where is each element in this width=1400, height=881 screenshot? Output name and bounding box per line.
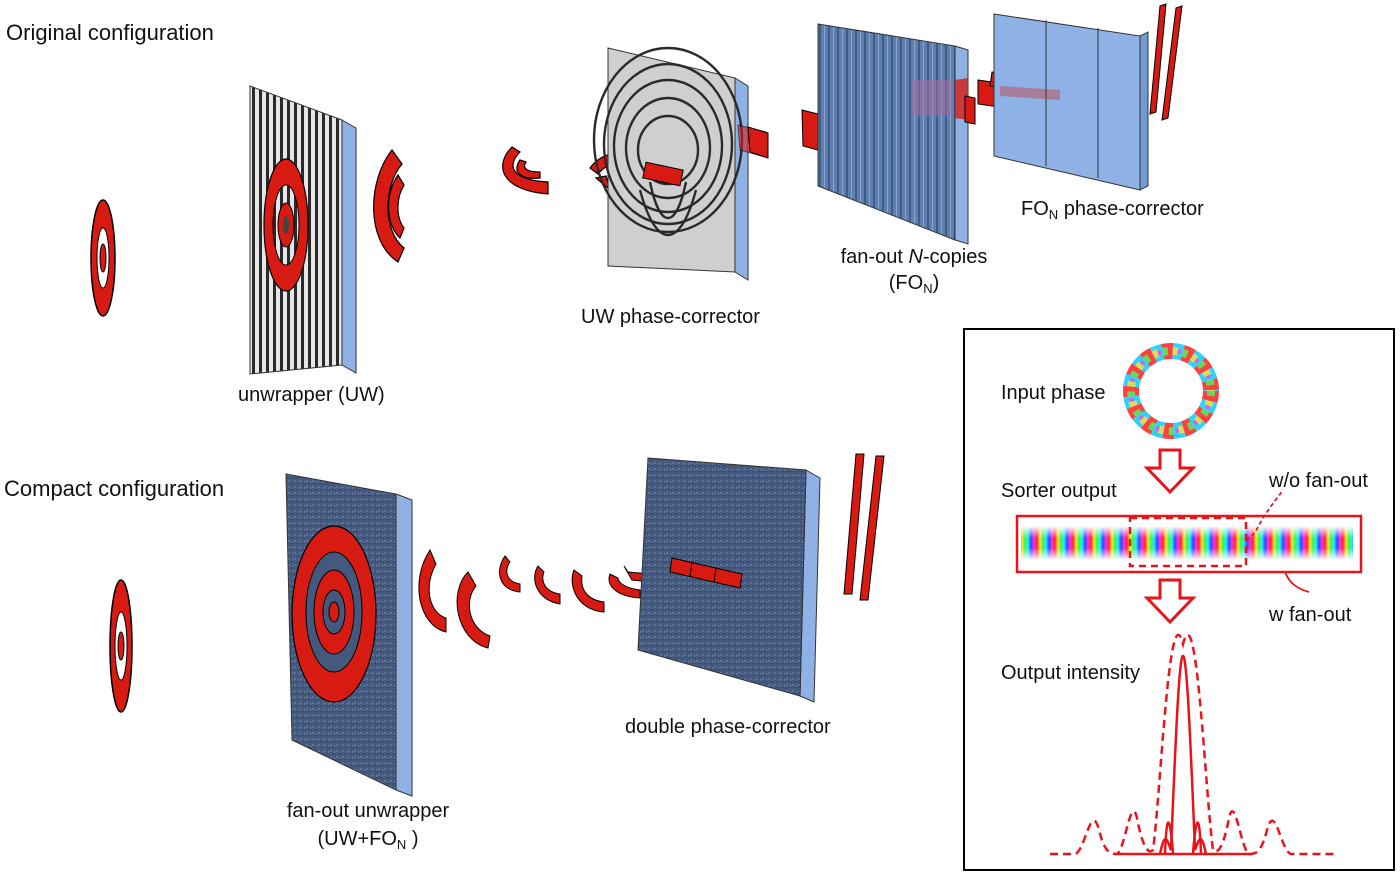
inset-label-output-intensity: Output intensity xyxy=(1001,662,1140,684)
label-fon-sub: N xyxy=(923,281,933,296)
input-beam-compact xyxy=(109,579,133,713)
uw-phase-corrector-plate xyxy=(592,46,749,281)
inset-label-without-fanout: w/o fan-out xyxy=(1269,470,1368,492)
arrow-down-1 xyxy=(1143,448,1197,495)
label-fanout-ncopies-suffix: -copies xyxy=(922,246,988,268)
label-fanout-ncopies-n: N xyxy=(908,246,923,268)
label-fon-corrector-suffix: phase-corrector xyxy=(1058,198,1204,220)
fon-phase-corrector-plate xyxy=(993,13,1149,191)
label-uw-fon: (UW+FON ) xyxy=(268,828,468,852)
inset-label-with-fanout: w fan-out xyxy=(1269,604,1352,626)
input-phase-ring xyxy=(1123,343,1219,439)
label-fanout-ncopies: fan-out N-copies xyxy=(834,246,994,269)
arrow-down-2 xyxy=(1143,578,1197,625)
output-slits-original xyxy=(1149,3,1183,121)
label-unwrapper: unwrapper (UW) xyxy=(238,384,385,406)
label-uw-fon-close: ) xyxy=(406,828,419,850)
label-double-phase-corrector: double phase-corrector xyxy=(625,716,831,738)
output-intensity-plot xyxy=(1050,633,1337,856)
unwrapper-plate xyxy=(249,85,357,375)
inset-label-input-phase: Input phase xyxy=(1001,382,1106,404)
inset-panel: Input phase Sorter output Output intensi… xyxy=(963,328,1395,871)
inset-label-sorter-output: Sorter output xyxy=(1001,480,1117,502)
label-uw-fon-open: (UW+FO xyxy=(317,828,397,850)
double-phase-corrector-plate xyxy=(637,457,821,703)
beam-arcs-2 xyxy=(418,548,651,649)
label-fon-corrector-prefix: FO xyxy=(1021,198,1049,220)
label-fon-phase-corrector: FON phase-corrector xyxy=(1021,198,1204,222)
label-fon: (FON) xyxy=(834,272,994,296)
input-beam-original xyxy=(90,199,116,317)
heading-original-configuration: Original configuration xyxy=(6,20,214,45)
label-fon-open: (FO xyxy=(888,272,924,294)
inset-svg xyxy=(1015,343,1363,856)
output-slits-compact xyxy=(843,453,885,601)
label-uw-phase-corrector: UW phase-corrector xyxy=(581,306,760,328)
label-fanout-ncopies-prefix: fan-out xyxy=(840,246,909,268)
label-uw-fon-sub: N xyxy=(396,837,407,852)
sorter-output-bar xyxy=(1015,489,1363,593)
beam-arcs-1 xyxy=(373,146,629,263)
label-fon-close: ) xyxy=(932,272,940,294)
fanout-ncopies-plate xyxy=(817,23,969,245)
label-fanout-unwrapper: fan-out unwrapper xyxy=(286,800,450,822)
fanout-unwrapper-plate xyxy=(285,473,413,797)
label-fon-corrector-sub: N xyxy=(1048,207,1059,222)
heading-compact-configuration: Compact configuration xyxy=(4,476,225,501)
